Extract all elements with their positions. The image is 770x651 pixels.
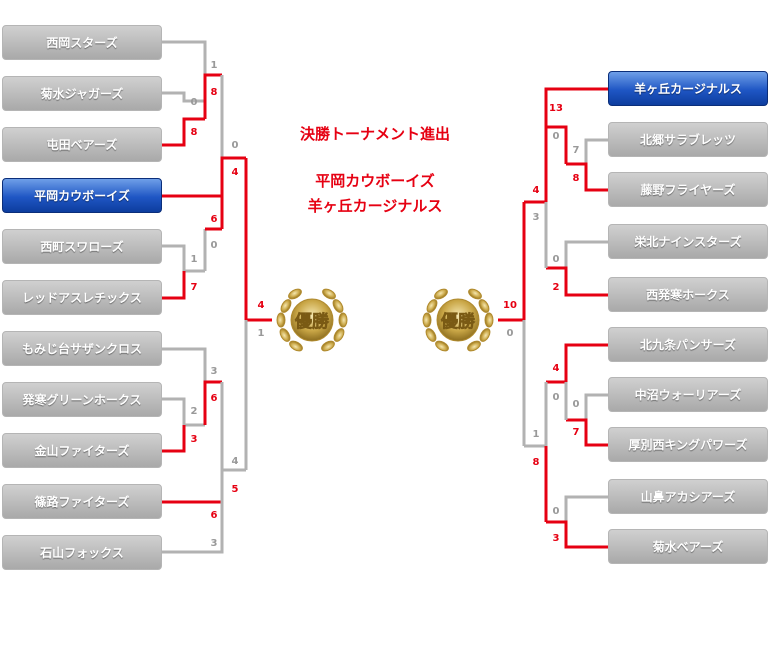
score-lose: 3 [211, 366, 218, 377]
score-lose: 0 [553, 506, 560, 517]
team-box[interactable]: 北九条パンサーズ [608, 327, 768, 362]
score-win: 4 [553, 363, 560, 374]
finalist-name: 羊ヶ丘カージナルス [307, 197, 443, 215]
trophy-label: 優勝 [440, 311, 476, 332]
team-box[interactable]: 厚別西キングパワーズ [608, 427, 768, 462]
score-lose: 1 [258, 328, 265, 339]
score-win: 7 [191, 282, 198, 293]
trophy-icon-left: 優勝 [276, 288, 348, 352]
score-lose: 1 [533, 429, 540, 440]
team-box[interactable]: 藤野フライヤーズ [608, 172, 768, 207]
team-box[interactable]: 石山フォックス [2, 535, 162, 570]
score-win: 6 [211, 393, 218, 404]
page-title: 決勝トーナメント進出 [299, 125, 450, 143]
score-win: 6 [211, 510, 218, 521]
score-win: 8 [191, 127, 198, 138]
trophy-icon-right: 優勝 [422, 288, 494, 352]
score-win: 3 [553, 533, 560, 544]
score-lose: 7 [573, 145, 580, 156]
team-box[interactable]: もみじ台サザンクロス [2, 331, 162, 366]
score-win: 8 [573, 173, 580, 184]
score-win: 8 [533, 457, 540, 468]
score-lose: 4 [232, 456, 239, 467]
team-box[interactable]: 西岡スターズ [2, 25, 162, 60]
team-box-winner[interactable]: 平岡カウボーイズ [2, 178, 162, 213]
score-win: 4 [533, 185, 540, 196]
score-lose: 2 [191, 406, 198, 417]
score-win: 2 [553, 282, 560, 293]
team-box[interactable]: 発寒グリーンホークス [2, 382, 162, 417]
team-box[interactable]: 北郷サラブレッツ [608, 122, 768, 157]
score-lose: 0 [191, 97, 198, 108]
score-win: 7 [573, 427, 580, 438]
score-lose: 0 [553, 392, 560, 403]
team-box[interactable]: 菊水ジャガーズ [2, 76, 162, 111]
score-win: 5 [232, 484, 239, 495]
team-box[interactable]: 栄北ナインスターズ [608, 224, 768, 259]
score-win: 4 [232, 167, 239, 178]
score-lose: 0 [232, 140, 239, 151]
score-lose: 0 [553, 131, 560, 142]
team-box[interactable]: 西町スワローズ [2, 229, 162, 264]
score-lose: 1 [191, 254, 198, 265]
score-win: 6 [211, 214, 218, 225]
score-lose: 0 [553, 254, 560, 265]
team-box[interactable]: 金山ファイターズ [2, 433, 162, 468]
team-box[interactable]: レッドアスレチックス [2, 280, 162, 315]
score-win: 10 [503, 300, 517, 311]
score-win: 4 [258, 300, 265, 311]
score-win: 13 [549, 103, 563, 114]
score-lose: 3 [211, 538, 218, 549]
score-lose: 0 [573, 399, 580, 410]
score-lose: 1 [211, 60, 218, 71]
score-lose: 3 [533, 212, 540, 223]
team-box[interactable]: 菊水ベアーズ [608, 529, 768, 564]
team-box[interactable]: 西発寒ホークス [608, 277, 768, 312]
score-win: 3 [191, 434, 198, 445]
score-lose: 0 [211, 240, 218, 251]
team-box-winner[interactable]: 羊ヶ丘カージナルス [608, 71, 768, 106]
team-box[interactable]: 山鼻アカシアーズ [608, 479, 768, 514]
team-box[interactable]: 篠路ファイターズ [2, 484, 162, 519]
finalist-name: 平岡カウボーイズ [315, 172, 435, 190]
trophy-label: 優勝 [294, 311, 330, 332]
team-box[interactable]: 屯田ベアーズ [2, 127, 162, 162]
team-box[interactable]: 中沼ウォーリアーズ [608, 377, 768, 412]
score-lose: 0 [507, 328, 514, 339]
score-win: 8 [211, 87, 218, 98]
